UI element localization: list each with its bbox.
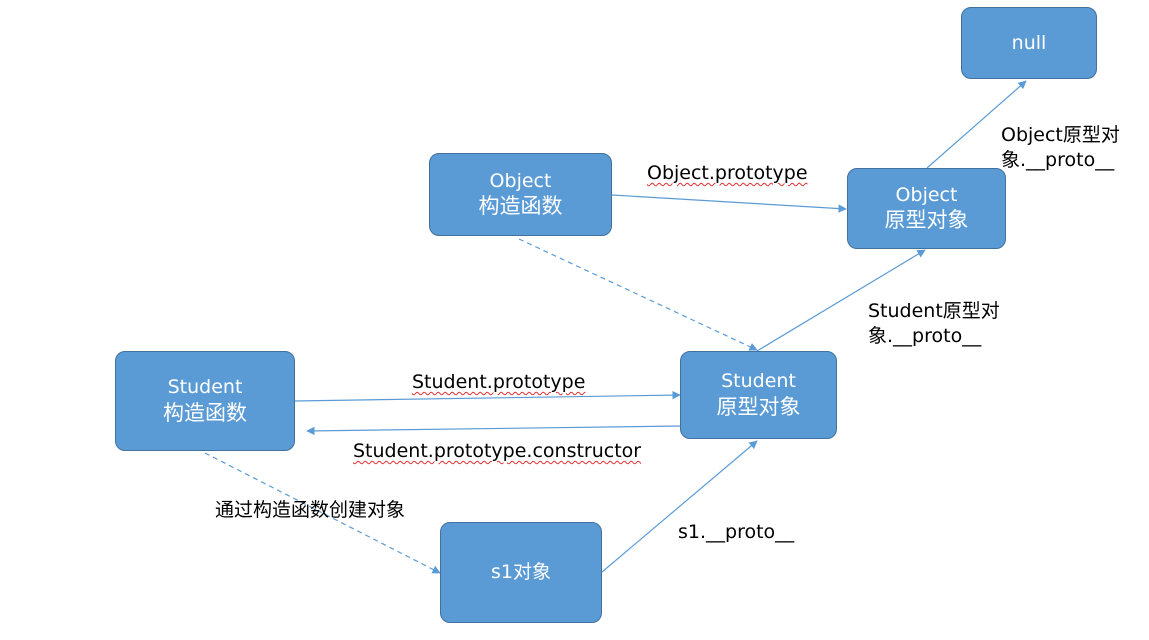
s1-object-node[interactable]: s1对象 xyxy=(440,522,602,623)
object-proto-chain-line2: 象.__proto__ xyxy=(1001,148,1115,171)
student-constructor-subtitle: 构造函数 xyxy=(163,400,247,425)
s1-object-label: s1对象 xyxy=(491,561,551,584)
student-prototype-node[interactable]: Student 原型对象 xyxy=(680,351,837,439)
student-constructor-node[interactable]: Student 构造函数 xyxy=(115,351,295,451)
student-constructor-title: Student xyxy=(167,376,243,399)
object-constructor-subtitle: 构造函数 xyxy=(478,194,563,219)
object-prototype-node[interactable]: Object 原型对象 xyxy=(847,168,1006,249)
arrow-student-prototype-to-object-prototype xyxy=(756,249,926,352)
object-constructor-title: Object xyxy=(489,169,552,192)
arrow-student-constructor-to-s1-object xyxy=(204,452,441,574)
arrow-object-constructor-to-student-prototype xyxy=(518,238,758,351)
arrow-object-prototype-to-null xyxy=(926,80,1027,169)
s1-proto-edge-label: s1.__proto__ xyxy=(678,521,795,543)
arrow-layer xyxy=(204,80,1027,574)
arrow-s1-object-to-student-prototype xyxy=(601,440,758,573)
create-via-constructor-label: 通过构造函数创建对象 xyxy=(215,499,406,521)
object-constructor-node[interactable]: Object 构造函数 xyxy=(429,153,612,236)
null-node[interactable]: null xyxy=(961,7,1097,79)
student-prototype-edge-label: Student.prototype xyxy=(412,371,586,393)
student-proto-chain-label: Student原型对 象.__proto__ xyxy=(868,299,1000,348)
object-proto-chain-label: Object原型对 象.__proto__ xyxy=(1001,123,1120,172)
student-prototype-constructor-edge-label: Student.prototype.constructor xyxy=(353,440,642,462)
object-proto-chain-line1: Object原型对 xyxy=(1001,124,1120,146)
null-node-label: null xyxy=(1011,31,1047,54)
object-prototype-subtitle: 原型对象 xyxy=(884,208,969,233)
object-prototype-edge-label: Object.prototype xyxy=(647,162,808,184)
student-proto-chain-line2: 象.__proto__ xyxy=(868,324,982,347)
arrow-object-constructor-to-object-prototype xyxy=(611,194,847,213)
student-prototype-subtitle: 原型对象 xyxy=(716,394,801,419)
student-prototype-title: Student xyxy=(721,370,796,393)
object-prototype-title: Object xyxy=(895,183,958,206)
arrow-student-prototype-to-student-constructor xyxy=(306,425,681,436)
arrow-student-constructor-to-student-prototype xyxy=(294,390,681,402)
student-proto-chain-line1: Student原型对 xyxy=(868,300,1000,322)
